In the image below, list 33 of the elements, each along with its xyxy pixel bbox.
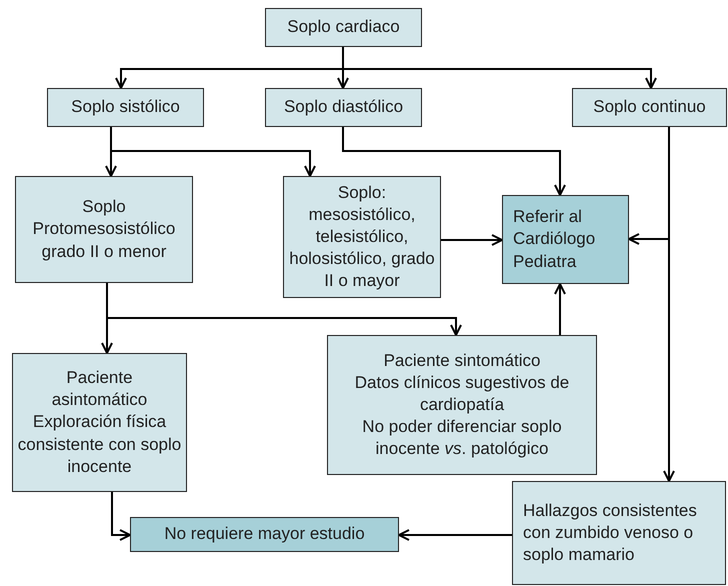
box-text: Soplo continuo xyxy=(593,96,706,118)
process-box xyxy=(502,195,629,284)
process-box xyxy=(47,88,204,127)
box-text: No poder diferenciar soplo inocente vs. patológico xyxy=(361,416,563,460)
arrow xyxy=(663,127,675,482)
arrow xyxy=(441,234,503,246)
box-text: Soplo Protomesosistólico grado II o menor xyxy=(32,196,176,263)
arrow xyxy=(111,492,131,541)
box-text: Soplo cardiaco xyxy=(287,16,400,38)
arrow xyxy=(554,283,566,335)
box-text: Soplo diastólico xyxy=(284,96,404,118)
arrow xyxy=(106,283,462,336)
process-box xyxy=(12,353,187,492)
process-box xyxy=(512,481,726,585)
arrow xyxy=(342,127,566,196)
box-text: Referir al Cardiólogo Pediatra xyxy=(513,206,596,273)
box-text: Paciente sintomático xyxy=(384,350,540,372)
box-text: Datos clínicos sugestivos de cardiopatía xyxy=(354,372,570,416)
arrow xyxy=(342,47,657,89)
process-box xyxy=(265,88,422,127)
arrow xyxy=(398,529,512,541)
arrow xyxy=(110,127,316,177)
box-text: Soplo sistólico xyxy=(71,96,180,118)
box-text: Exploración física consistente con soplo inocente xyxy=(17,411,182,478)
box-text: Hallazgos consistentes con zumbido venoso o soplo mamario xyxy=(523,500,698,566)
process-box xyxy=(130,517,399,552)
process-box xyxy=(572,88,727,127)
process-box xyxy=(15,176,193,283)
box-text: Paciente asintomático xyxy=(50,367,148,412)
box-text: Soplo: mesosistólico, telesistólico, holosistólico, grado II o mayor xyxy=(288,182,436,292)
process-box xyxy=(265,8,422,47)
box-text: No requiere mayor estudio xyxy=(164,523,365,546)
process-box xyxy=(327,335,597,475)
